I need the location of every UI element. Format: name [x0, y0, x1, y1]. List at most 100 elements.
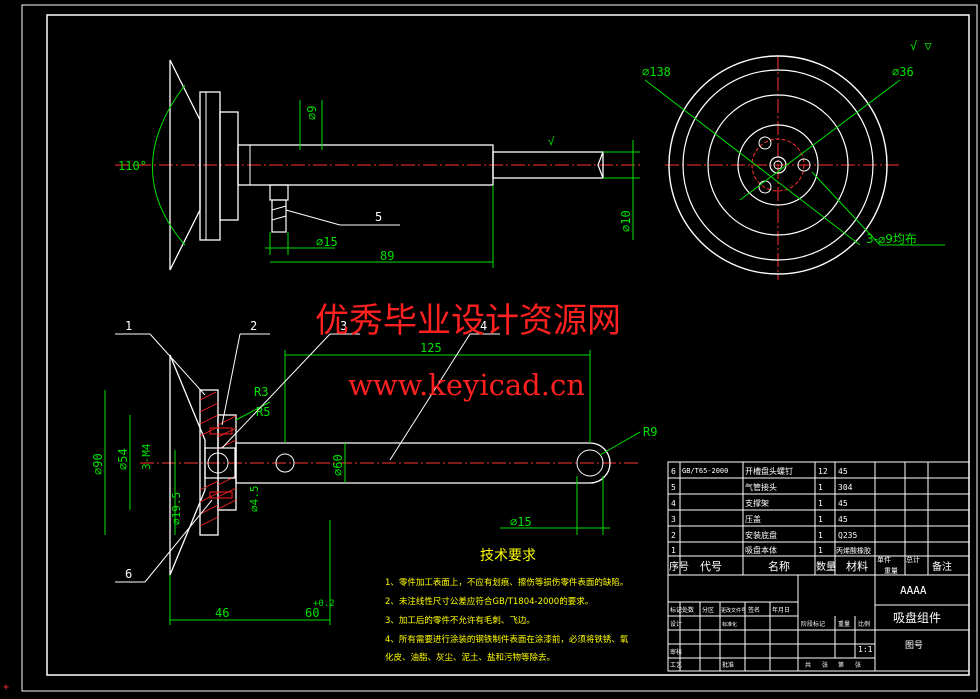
tech-req-title: 技术要求 [480, 548, 536, 564]
bom-no: 1 [671, 546, 676, 555]
bom-rows: 6 GB/T65-2000 开槽盘头螺钉 12 45 5 气管接头 1 304 … [669, 466, 952, 575]
dim-phi15-top: ⌀15 [316, 235, 338, 249]
inner-frame [46, 14, 970, 676]
roughness-symbol-top: √ [548, 135, 555, 148]
dim-phi4-5: ⌀4.5 [248, 486, 261, 513]
tb-label-count: 处数 [682, 606, 694, 614]
bom-header-unit: 单件 [877, 555, 891, 564]
bom-qty: 1 [818, 515, 823, 524]
dim-phi10: ⌀10 [619, 210, 633, 232]
frame-origin-mark: + [3, 682, 9, 693]
drawing-scale: 1:1 [858, 645, 873, 654]
tb-label-stage: 阶段标记 [801, 620, 825, 628]
bom-mat: 45 [838, 499, 848, 508]
balloon-5: 5 [375, 210, 382, 224]
bom-header-mat: 材料 [846, 559, 868, 573]
tech-req-item-2: 2、未注线性尺寸公差应符合GB/T1804-2000的要求。 [385, 596, 593, 607]
bom-header-code: 代号 [700, 560, 722, 573]
dim-46: 46 [215, 606, 229, 620]
dim-angle-110: 110° [118, 159, 147, 173]
bom-mat: 丙烯酸橡胶 [836, 546, 871, 555]
drawing-code: AAAA [900, 584, 927, 597]
balloon-3: 3 [340, 319, 347, 333]
tb-label-mark: 标记 [670, 606, 682, 614]
title-block [667, 574, 970, 672]
bom-no: 5 [671, 483, 676, 492]
tb-label-approve: 批准 [722, 661, 734, 669]
dim-60: 60 [305, 606, 319, 620]
outer-frame [21, 4, 978, 692]
bom-code: GB/T65-2000 [682, 467, 728, 475]
bom-mat: Q235 [838, 531, 857, 540]
dim-R5: R5 [256, 405, 270, 419]
dim-phi138: ⌀138 [642, 65, 671, 79]
bom-mat: 45 [838, 515, 848, 524]
dim-89: 89 [380, 249, 394, 263]
title-block-text: AAAA 吸盘组件 图号 1:1 标记 处数 分区 更改文件号 签名 年月日 设… [670, 584, 941, 669]
bom-mat: 304 [838, 483, 853, 492]
tech-req-item-3: 3、加工后的零件不允许有毛刺、飞边。 [385, 615, 535, 626]
note-3-holes: 3-⌀9均布 [866, 232, 917, 246]
section-view: 125 ⌀90 ⌀54 3-M4 ⌀19.5 ⌀4.5 ⌀60 ⌀15 R9 R… [91, 319, 657, 625]
bom-name: 开槽盘头螺钉 [745, 466, 793, 476]
bom-qty: 1 [818, 546, 823, 555]
bom-header-weight: 重量 [884, 567, 898, 575]
bom-name: 安装底盘 [745, 530, 777, 540]
dim-125: 125 [420, 341, 442, 355]
roughness-symbol-corner: √ ▽ [910, 39, 932, 53]
drawing-title: 吸盘组件 [893, 610, 941, 625]
drawing-number-label: 图号 [905, 640, 923, 651]
bom-mat: 45 [838, 467, 848, 476]
tech-req-item-4: 4、所有需要进行涂装的钢铁制件表面在涂漆前，必须将铁锈、氧 [385, 634, 629, 645]
tech-req-item-1: 1、零件加工表面上，不应有划痕、擦伤等损伤零件表面的缺陷。 [385, 577, 628, 588]
bom-header-total: 总计 [906, 555, 920, 564]
bom-no: 3 [671, 515, 676, 524]
balloon-1: 1 [125, 319, 132, 333]
dim-3M4: 3-M4 [140, 443, 153, 470]
tb-label-total-sheets: 共 [805, 661, 811, 669]
tb-label-sheet-no: 第 [838, 661, 844, 669]
bom-header-qty: 数量 [816, 560, 836, 573]
top-view: 110° ⌀9 ⌀10 ⌀15 89 5 √ [115, 59, 640, 271]
dim-phi19-5: ⌀19.5 [170, 492, 183, 525]
balloon-6: 6 [125, 567, 132, 581]
bom-qty: 1 [818, 483, 823, 492]
bom-name: 气管接头 [745, 482, 777, 492]
bom-name: 吸盘本体 [745, 545, 777, 555]
bom-header-remark: 备注 [932, 560, 952, 573]
bom-no: 6 [671, 467, 676, 476]
balloon-2: 2 [250, 319, 257, 333]
tb-label-standard: 标准化 [722, 621, 737, 628]
tb-label-sign: 签名 [748, 606, 760, 614]
bom-name: 支撑架 [745, 498, 769, 508]
bom-no: 4 [671, 499, 676, 508]
bom-header-no: 序号 [669, 560, 689, 573]
bom-header-name: 名称 [768, 559, 790, 573]
bom-no: 2 [671, 531, 676, 540]
tb-label-change: 更改文件号 [721, 607, 746, 614]
dim-phi15-section: ⌀15 [510, 515, 532, 529]
bom-qty: 1 [818, 499, 823, 508]
tb-label-sheet-b: 张 [855, 661, 861, 669]
circle-view: ⌀138 ⌀36 3-⌀9均布 √ ▽ [642, 39, 945, 280]
dim-R9: R9 [643, 425, 657, 439]
tb-label-review: 审核 [670, 648, 682, 656]
tb-label-process: 工艺 [670, 661, 682, 669]
bom-name: 压盖 [745, 514, 761, 524]
dim-tolerance: +0.2 [313, 599, 335, 609]
tb-label-date: 年月日 [772, 606, 790, 614]
balloon-4: 4 [480, 319, 487, 333]
dim-phi60: ⌀60 [331, 454, 345, 476]
watermark-line-1: 优秀毕业设计资源网 [315, 301, 621, 341]
dim-phi9: ⌀9 [305, 106, 319, 120]
dim-phi54: ⌀54 [116, 448, 130, 470]
tech-req-item-5: 化皮、油脂、灰尘、泥土、盐和污物等除去。 [385, 652, 555, 663]
dim-phi36: ⌀36 [892, 65, 914, 79]
dim-R3: R3 [254, 385, 268, 399]
tech-requirements: 技术要求 1、零件加工表面上，不应有划痕、擦伤等损伤零件表面的缺陷。 2、未注线… [385, 548, 629, 663]
bom-qty: 1 [818, 531, 823, 540]
tb-label-zone: 分区 [702, 606, 714, 614]
tb-label-sheet-a: 张 [822, 661, 828, 669]
bom-qty: 12 [818, 467, 828, 476]
tb-label-weight: 重量 [838, 620, 850, 628]
